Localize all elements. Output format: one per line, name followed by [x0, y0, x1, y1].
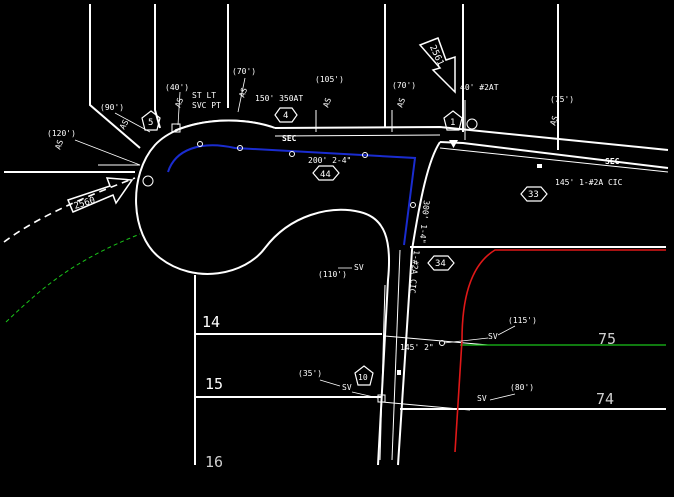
lot-number-16: 16 — [205, 453, 223, 471]
service-point-box — [171, 123, 181, 133]
sv-tag-1: SV — [354, 263, 364, 272]
arrow-2561: 2561 — [418, 37, 456, 94]
as-tag-1: AS — [53, 138, 65, 150]
pent-tag-1: 1 — [450, 118, 455, 128]
white-dashed-line — [3, 177, 136, 243]
as-tag-4: AS — [237, 86, 249, 98]
run-label-300-cic: 1-#2A CIC — [407, 250, 421, 294]
dim-label-70b: (70') — [392, 81, 416, 90]
lot-number-75: 75 — [598, 330, 616, 348]
dim-label-110: (110') — [318, 270, 347, 279]
dim-label-35: (35') — [298, 369, 322, 378]
dim-label-90: (90') — [100, 103, 124, 112]
blue-conduit-line — [167, 144, 417, 246]
leader-lines — [74, 77, 516, 401]
service-marker-right — [537, 164, 542, 168]
st-lt-label: ST LT — [192, 91, 216, 100]
run-label-145-cic: 145' 1-#2A CIC — [555, 178, 623, 187]
green-dashed-line — [5, 233, 141, 323]
sec-label-right: SEC — [605, 157, 620, 166]
as-tag-2: AS — [118, 118, 131, 131]
dim-label-80: (80') — [510, 383, 534, 392]
as-tag-7: AS — [548, 114, 560, 126]
handhole-markers — [142, 118, 478, 346]
service-marker — [397, 370, 401, 375]
hex-tag-4: 4 — [283, 111, 288, 121]
run-label-145-2in: 145' 2" — [400, 343, 434, 352]
service-box-lower — [377, 394, 386, 403]
dim-label-105: (105') — [315, 75, 344, 84]
hexagon-shapes — [274, 107, 548, 271]
lot-number-15: 15 — [205, 375, 223, 393]
run-label-40: 40' #2AT — [460, 83, 499, 92]
svc-pt-label: SVC PT — [192, 101, 221, 110]
as-tag-5: AS — [321, 96, 333, 108]
transformer-triangle — [449, 140, 458, 148]
sv-tag-3: SV — [342, 383, 352, 392]
sec-label-left: SEC — [282, 134, 297, 143]
run-label-200: 200' 2-4" — [308, 156, 351, 165]
run-label-150: 150' 350AT — [255, 94, 303, 103]
pent-tag-5: 5 — [148, 118, 153, 128]
pentagon-shapes — [141, 110, 463, 386]
dim-label-70a: (70') — [232, 67, 256, 76]
pent-tag-10: 10 — [358, 373, 368, 382]
lot-lines — [4, 4, 666, 465]
lot-number-14: 14 — [202, 313, 220, 331]
sv-tag-4: SV — [477, 394, 487, 403]
hex-tag-33: 33 — [528, 190, 539, 200]
road-edges — [135, 119, 669, 466]
lot-number-74: 74 — [596, 390, 614, 408]
hex-tag-34: 34 — [435, 259, 446, 269]
dim-label-115: (115') — [508, 316, 537, 325]
as-tag-6: AS — [395, 96, 407, 108]
dim-label-40: (40') — [165, 83, 189, 92]
secondary-lines — [98, 100, 669, 461]
dim-label-75: (75') — [550, 95, 574, 104]
hex-tag-44: 44 — [320, 170, 331, 180]
dim-label-120: (120') — [47, 129, 76, 138]
sv-tag-2: SV — [488, 332, 498, 341]
street-number-2560: 2560 — [73, 196, 97, 212]
red-boundary-curve — [454, 249, 666, 453]
